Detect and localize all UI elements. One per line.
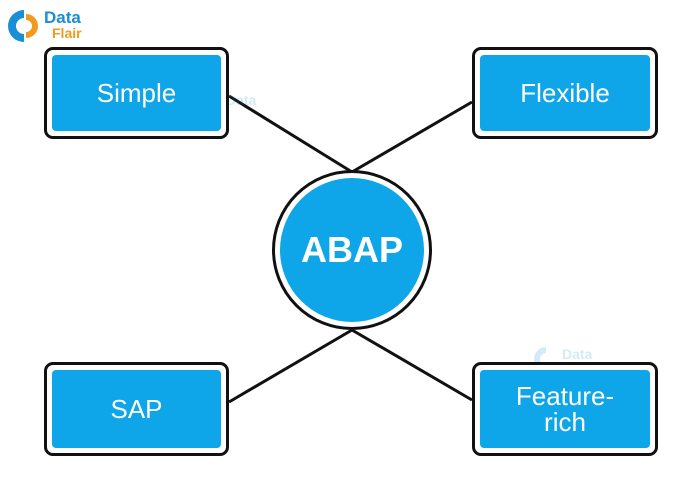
node-feature-rich: Feature- rich	[472, 362, 658, 456]
center-node-abap: ABAP	[272, 170, 432, 330]
watermark-text: Data	[562, 346, 593, 362]
center-node-label: ABAP	[300, 229, 403, 270]
node-feature-rich-label-line1: Feature-	[515, 381, 615, 411]
dataflair-logo: Data Flair	[6, 6, 96, 46]
node-simple-label: Simple	[96, 78, 177, 108]
watermark-text: Data	[226, 92, 257, 108]
dataflair-logo-icon	[8, 10, 38, 42]
logo-text-data: Data	[44, 8, 81, 27]
node-sap: SAP	[44, 362, 229, 456]
connector-simple	[228, 94, 353, 174]
node-flexible: Flexible	[472, 47, 658, 139]
node-simple: Simple	[44, 47, 229, 139]
logo-text-flair: Flair	[52, 25, 82, 41]
node-feature-rich-label-line2: rich	[544, 407, 586, 437]
node-sap-label: SAP	[110, 394, 163, 424]
connector-feature-rich	[351, 328, 473, 402]
node-flexible-label: Flexible	[520, 78, 610, 108]
connector-sap	[228, 328, 353, 404]
connector-flexible	[351, 100, 473, 174]
